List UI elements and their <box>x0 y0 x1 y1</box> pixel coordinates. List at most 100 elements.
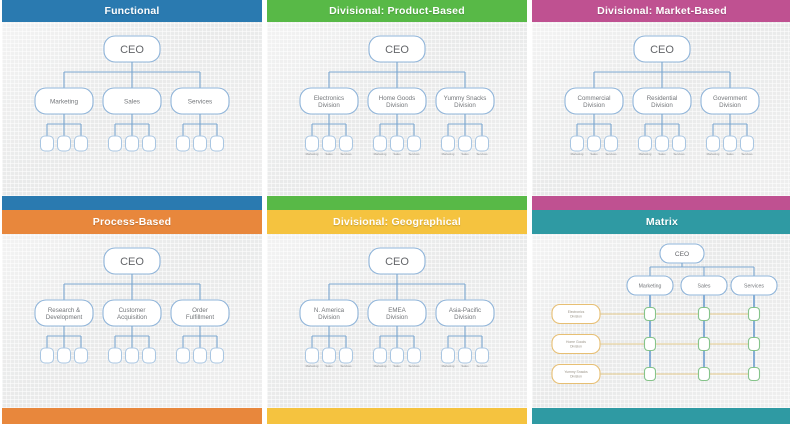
panel-divisional-product-based[interactable]: Divisional: Product-Based CEO Electronics… <box>267 0 527 210</box>
node-branch-label2-0: Division <box>583 102 605 109</box>
panel-title-divisional-product-based: Divisional: Product-Based <box>329 5 465 17</box>
node-cell-0-1 <box>697 306 711 322</box>
node-branch-label-0: N. America <box>314 307 345 314</box>
node-leaf-0-0 <box>570 135 584 152</box>
node-cell-2-0 <box>643 366 657 382</box>
panel-footer-matrix <box>532 408 790 424</box>
panel-header-process-based: Process-Based <box>2 210 262 234</box>
node-division-label2-1: Division <box>570 345 582 349</box>
node-leaf-2-0 <box>176 135 190 152</box>
node-leaf-1-2 <box>142 135 156 152</box>
node-leaf-1-0 <box>108 135 122 152</box>
node-branch-label-0: Electronics <box>314 95 344 102</box>
node-cell-0-0 <box>643 306 657 322</box>
node-branch-label-0: Marketing <box>50 98 79 105</box>
node-leaf-label-1-1: Sales <box>393 152 401 156</box>
node-branch-label-1: EMEA <box>388 307 406 314</box>
node-ceo-label: CEO <box>650 44 674 56</box>
node-leaf-label-2-2: Services <box>476 364 488 368</box>
node-leaf-label-2-0: Marketing <box>707 152 720 156</box>
node-leaf-0-0 <box>305 135 319 152</box>
node-leaf-0-1 <box>322 347 336 364</box>
node-leaf-label-1-2: Services <box>673 152 685 156</box>
node-leaf-1-0 <box>373 347 387 364</box>
node-leaf-1-1 <box>390 135 404 152</box>
node-leaf-0-2 <box>339 135 353 152</box>
node-leaf-2-1 <box>193 347 207 364</box>
node-leaf-label-0-0: Marketing <box>306 152 319 156</box>
node-branch-label2-0: Division <box>318 314 340 321</box>
node-leaf-2-2 <box>475 135 489 152</box>
node-function-label-1: Sales <box>698 284 711 290</box>
node-leaf-1-1 <box>125 135 139 152</box>
node-branch-label2-2: Division <box>454 314 476 321</box>
node-cell-1-1 <box>697 336 711 352</box>
node-leaf-0-1 <box>57 347 71 364</box>
node-leaf-label-1-1: Sales <box>658 152 666 156</box>
node-leaf-1-0 <box>638 135 652 152</box>
node-leaf-label-2-1: Sales <box>461 364 469 368</box>
node-leaf-0-1 <box>587 135 601 152</box>
node-ceo-label: CEO <box>385 44 409 56</box>
node-function-label-0: Marketing <box>639 284 662 290</box>
node-leaf-label-0-0: Marketing <box>571 152 584 156</box>
node-leaf-1-2 <box>407 135 421 152</box>
node-leaf-label-0-1: Sales <box>325 364 333 368</box>
node-function-label-2: Services <box>744 284 764 290</box>
panel-header-functional: Functional <box>2 0 262 22</box>
node-leaf-label-0-2: Services <box>340 152 352 156</box>
node-branch-label-2: Government <box>713 95 747 102</box>
node-leaf-2-2 <box>210 135 224 152</box>
node-division-label-0: Electronics <box>568 310 585 314</box>
node-leaf-1-0 <box>373 135 387 152</box>
panel-header-divisional-product-based: Divisional: Product-Based <box>267 0 527 22</box>
node-leaf-label-1-0: Marketing <box>639 152 652 156</box>
node-division-label-2: Yummy Snacks <box>564 370 588 374</box>
panel-footer-process-based <box>2 408 262 424</box>
node-leaf-label-1-2: Services <box>408 364 420 368</box>
panel-title-matrix: Matrix <box>645 216 679 228</box>
node-division-label-1: Home Goods <box>566 340 586 344</box>
node-branch-label2-0: Division <box>318 102 340 109</box>
node-leaf-label-1-0: Marketing <box>374 152 387 156</box>
node-leaf-label-1-2: Services <box>408 152 420 156</box>
node-leaf-2-1 <box>458 347 472 364</box>
node-cell-1-2 <box>747 336 761 352</box>
node-branch-label-0: Commercial <box>577 95 610 102</box>
node-branch-label2-2: Fulfillment <box>186 314 214 321</box>
node-leaf-1-2 <box>407 347 421 364</box>
panel-footer-divisional-geographical <box>267 408 527 424</box>
node-leaf-0-2 <box>74 135 88 152</box>
panel-header-divisional-geographical: Divisional: Geographical <box>267 210 527 234</box>
node-leaf-0-2 <box>339 347 353 364</box>
node-leaf-label-0-1: Sales <box>325 152 333 156</box>
node-cell-1-0 <box>643 336 657 352</box>
node-leaf-2-0 <box>176 347 190 364</box>
panel-header-matrix: Matrix <box>532 210 790 234</box>
node-leaf-label-2-0: Marketing <box>442 364 455 368</box>
node-branch-label-2: Yummy Snacks <box>444 95 487 102</box>
node-leaf-0-1 <box>57 135 71 152</box>
node-branch-label-1: Customer <box>119 307 146 314</box>
node-leaf-0-0 <box>40 135 54 152</box>
panel-title-functional: Functional <box>104 5 160 17</box>
node-leaf-1-2 <box>672 135 686 152</box>
node-leaf-label-1-0: Marketing <box>374 364 387 368</box>
node-leaf-2-1 <box>723 135 737 152</box>
node-ceo-label: CEO <box>385 256 409 268</box>
